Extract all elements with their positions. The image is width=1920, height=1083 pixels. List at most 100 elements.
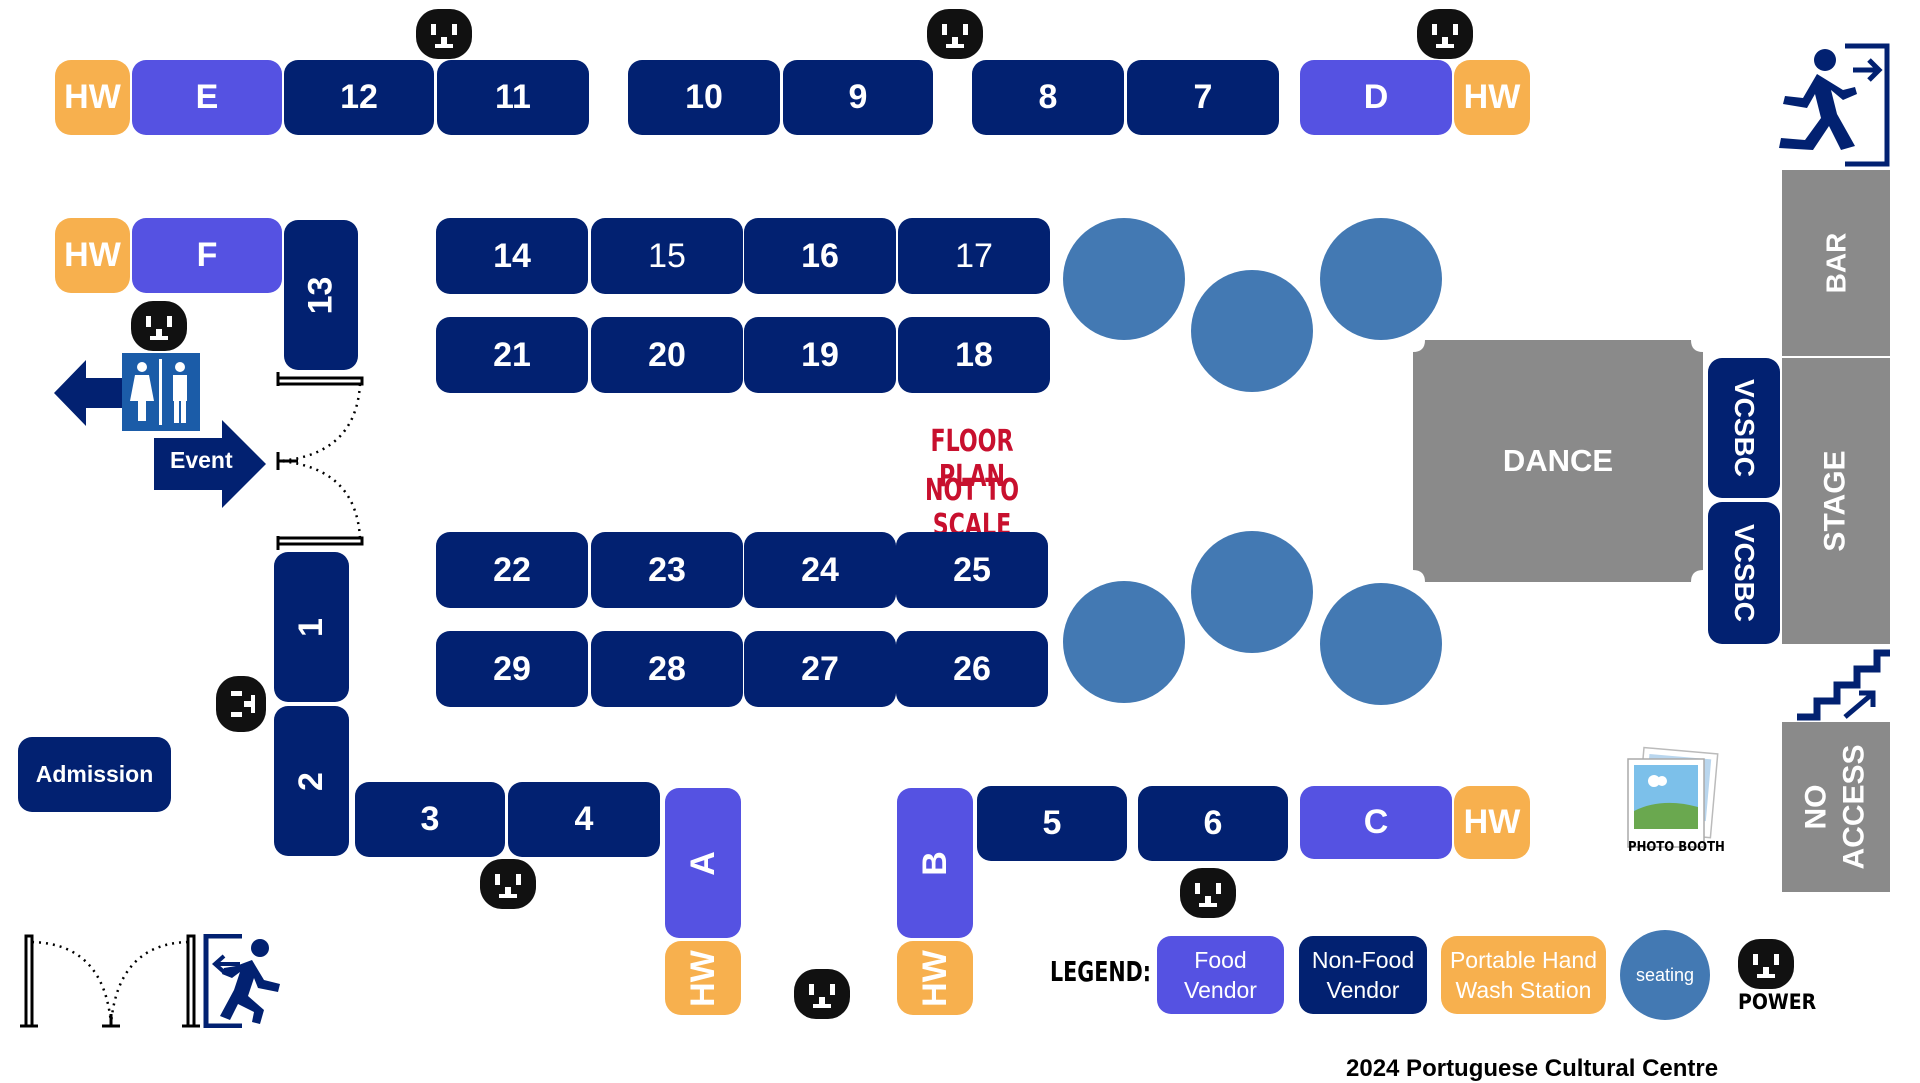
power-outlet-icon xyxy=(216,676,266,732)
vcsbc-label: VCSBC xyxy=(1729,378,1760,477)
hand-wash-station: HW xyxy=(1454,60,1530,135)
hand-wash-station: HW xyxy=(897,941,973,1015)
booth-1-label: 1 xyxy=(291,617,330,637)
booth-18: 18 xyxy=(898,317,1050,393)
booth-26: 26 xyxy=(896,631,1048,707)
legend-nonfood-line2: Vendor xyxy=(1326,977,1400,1003)
booth-6: 6 xyxy=(1138,786,1288,861)
event-label: Event xyxy=(170,447,233,473)
food-booth-b-label: B xyxy=(915,850,954,876)
no-access-label-2: ACCESS xyxy=(1838,744,1871,870)
hand-wash-station: HW xyxy=(55,218,130,293)
food-booth-a-label: A xyxy=(683,850,722,876)
food-booth-d: D xyxy=(1300,60,1452,135)
booth-28: 28 xyxy=(591,631,743,707)
arrow-left-icon xyxy=(54,360,126,426)
booth-5: 5 xyxy=(977,786,1127,861)
door-icon xyxy=(276,372,364,550)
booth-12: 12 xyxy=(284,60,434,135)
legend-seating: seating xyxy=(1620,930,1710,1020)
booth-9: 9 xyxy=(783,60,933,135)
photo-icon xyxy=(1627,746,1719,848)
booth-13: 13 xyxy=(284,220,358,370)
booth-29: 29 xyxy=(436,631,588,707)
booth-11: 11 xyxy=(437,60,589,135)
footer-credit: 2024 Portuguese Cultural Centre xyxy=(1346,1055,1719,1082)
booth-8: 8 xyxy=(972,60,1124,135)
dance-label: DANCE xyxy=(1502,443,1614,478)
vcsbc-label: VCSBC xyxy=(1729,523,1760,622)
power-outlet-icon xyxy=(480,859,536,909)
hand-wash-label: HW xyxy=(683,949,722,1007)
legend-food-line1: Food xyxy=(1194,947,1247,973)
legend-nonfood-line1: Non-Food xyxy=(1311,947,1415,973)
restroom-icon xyxy=(122,353,200,431)
power-outlet-icon xyxy=(1417,9,1473,59)
booth-21: 21 xyxy=(436,317,588,393)
booth-24: 24 xyxy=(744,532,896,608)
booth-4: 4 xyxy=(508,782,660,857)
booth-20: 20 xyxy=(591,317,743,393)
booth-13-label: 13 xyxy=(301,276,340,314)
booth-14: 14 xyxy=(436,218,588,294)
booth-7: 7 xyxy=(1127,60,1279,135)
power-outlet-icon xyxy=(1180,868,1236,918)
food-booth-f: F xyxy=(132,218,282,293)
food-booth-b: B xyxy=(897,788,973,938)
seating-table xyxy=(1320,583,1442,705)
hand-wash-station: HW xyxy=(55,60,130,135)
food-booth-e: E xyxy=(132,60,282,135)
booth-19: 19 xyxy=(744,317,896,393)
booth-17: 17 xyxy=(898,218,1050,294)
booth-3: 3 xyxy=(355,782,505,857)
hand-wash-station: HW xyxy=(665,941,741,1015)
seating-table xyxy=(1191,531,1313,653)
booth-25: 25 xyxy=(896,532,1048,608)
booth-10: 10 xyxy=(628,60,780,135)
admission-booth: Admission xyxy=(18,737,171,812)
power-outlet-icon xyxy=(131,301,187,351)
food-booth-a: A xyxy=(665,788,741,938)
power-outlet-icon xyxy=(927,9,983,59)
event-arrow-icon xyxy=(154,420,266,508)
booth-22: 22 xyxy=(436,532,588,608)
booth-23: 23 xyxy=(591,532,743,608)
booth-27: 27 xyxy=(744,631,896,707)
booth-1: 1 xyxy=(274,552,349,702)
power-outlet-icon xyxy=(416,9,472,59)
hand-wash-label: HW xyxy=(915,949,954,1007)
legend-seating-label: seating xyxy=(1635,964,1695,985)
legend-power-label: POWER xyxy=(1738,990,1817,1014)
vcsbc-booth: VCSBC xyxy=(1708,358,1780,498)
exit-icon xyxy=(1779,43,1890,167)
seating-table xyxy=(1063,581,1185,703)
booth-2: 2 xyxy=(274,706,349,856)
seating-table xyxy=(1320,218,1442,340)
no-access-label-1: NO xyxy=(1800,784,1833,830)
seating-table xyxy=(1191,270,1313,392)
bar-area: BAR xyxy=(1782,170,1890,356)
door-icon xyxy=(20,934,200,1028)
seating-table xyxy=(1063,218,1185,340)
dance-floor xyxy=(1413,340,1703,582)
power-outlet-icon xyxy=(794,969,850,1019)
stage-label: STAGE xyxy=(1819,450,1852,552)
legend-hw-line2: Wash Station xyxy=(1455,977,1592,1003)
stairs-icon xyxy=(1797,649,1890,721)
booth-15: 15 xyxy=(591,218,743,294)
power-outlet-icon xyxy=(1738,939,1794,989)
hand-wash-station: HW xyxy=(1454,786,1530,859)
legend-food-vendor: Food Vendor xyxy=(1157,936,1284,1014)
legend-non-food-vendor: Non-Food Vendor xyxy=(1299,936,1427,1014)
booth-16: 16 xyxy=(744,218,896,294)
food-booth-c: C xyxy=(1300,786,1452,859)
exit-icon xyxy=(203,934,280,1028)
vcsbc-booth: VCSBC xyxy=(1708,502,1780,644)
stage-area: STAGE xyxy=(1782,358,1890,644)
no-access-area: NO ACCESS xyxy=(1782,722,1890,892)
bar-label: BAR xyxy=(1819,232,1851,294)
legend-hand-wash-station: Portable Hand Wash Station xyxy=(1441,936,1606,1014)
booth-2-label: 2 xyxy=(291,771,330,791)
legend-hw-line1: Portable Hand xyxy=(1449,947,1598,973)
legend-food-line2: Vendor xyxy=(1184,977,1257,1003)
